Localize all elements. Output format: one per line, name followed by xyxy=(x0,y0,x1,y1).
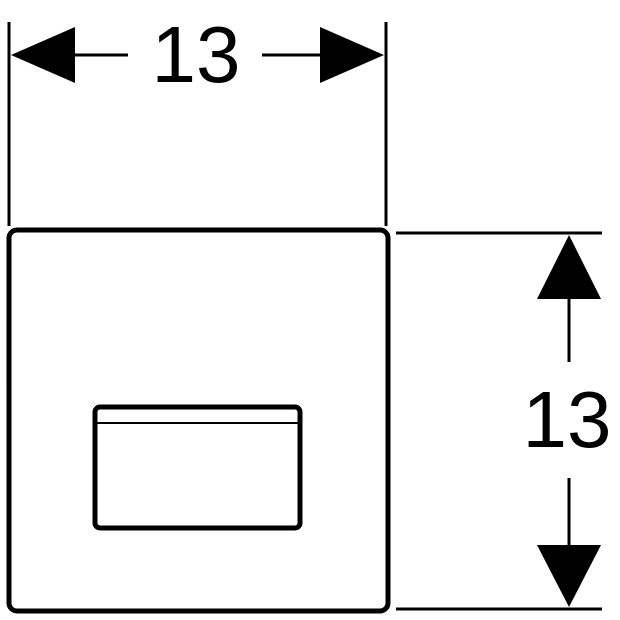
height-arrow-top xyxy=(537,235,601,299)
width-dimension-label: 13 xyxy=(152,10,241,99)
flush-button-outline xyxy=(92,404,303,531)
height-arrow-bottom xyxy=(537,545,601,607)
height-dimension-label: 13 xyxy=(523,375,612,464)
flush-plate-outline xyxy=(6,227,391,614)
width-dimension: 13 xyxy=(7,10,388,226)
height-dimension: 13 xyxy=(396,231,612,611)
width-arrow-left xyxy=(11,27,75,83)
flush-button xyxy=(92,404,303,531)
width-arrow-right xyxy=(320,27,384,83)
